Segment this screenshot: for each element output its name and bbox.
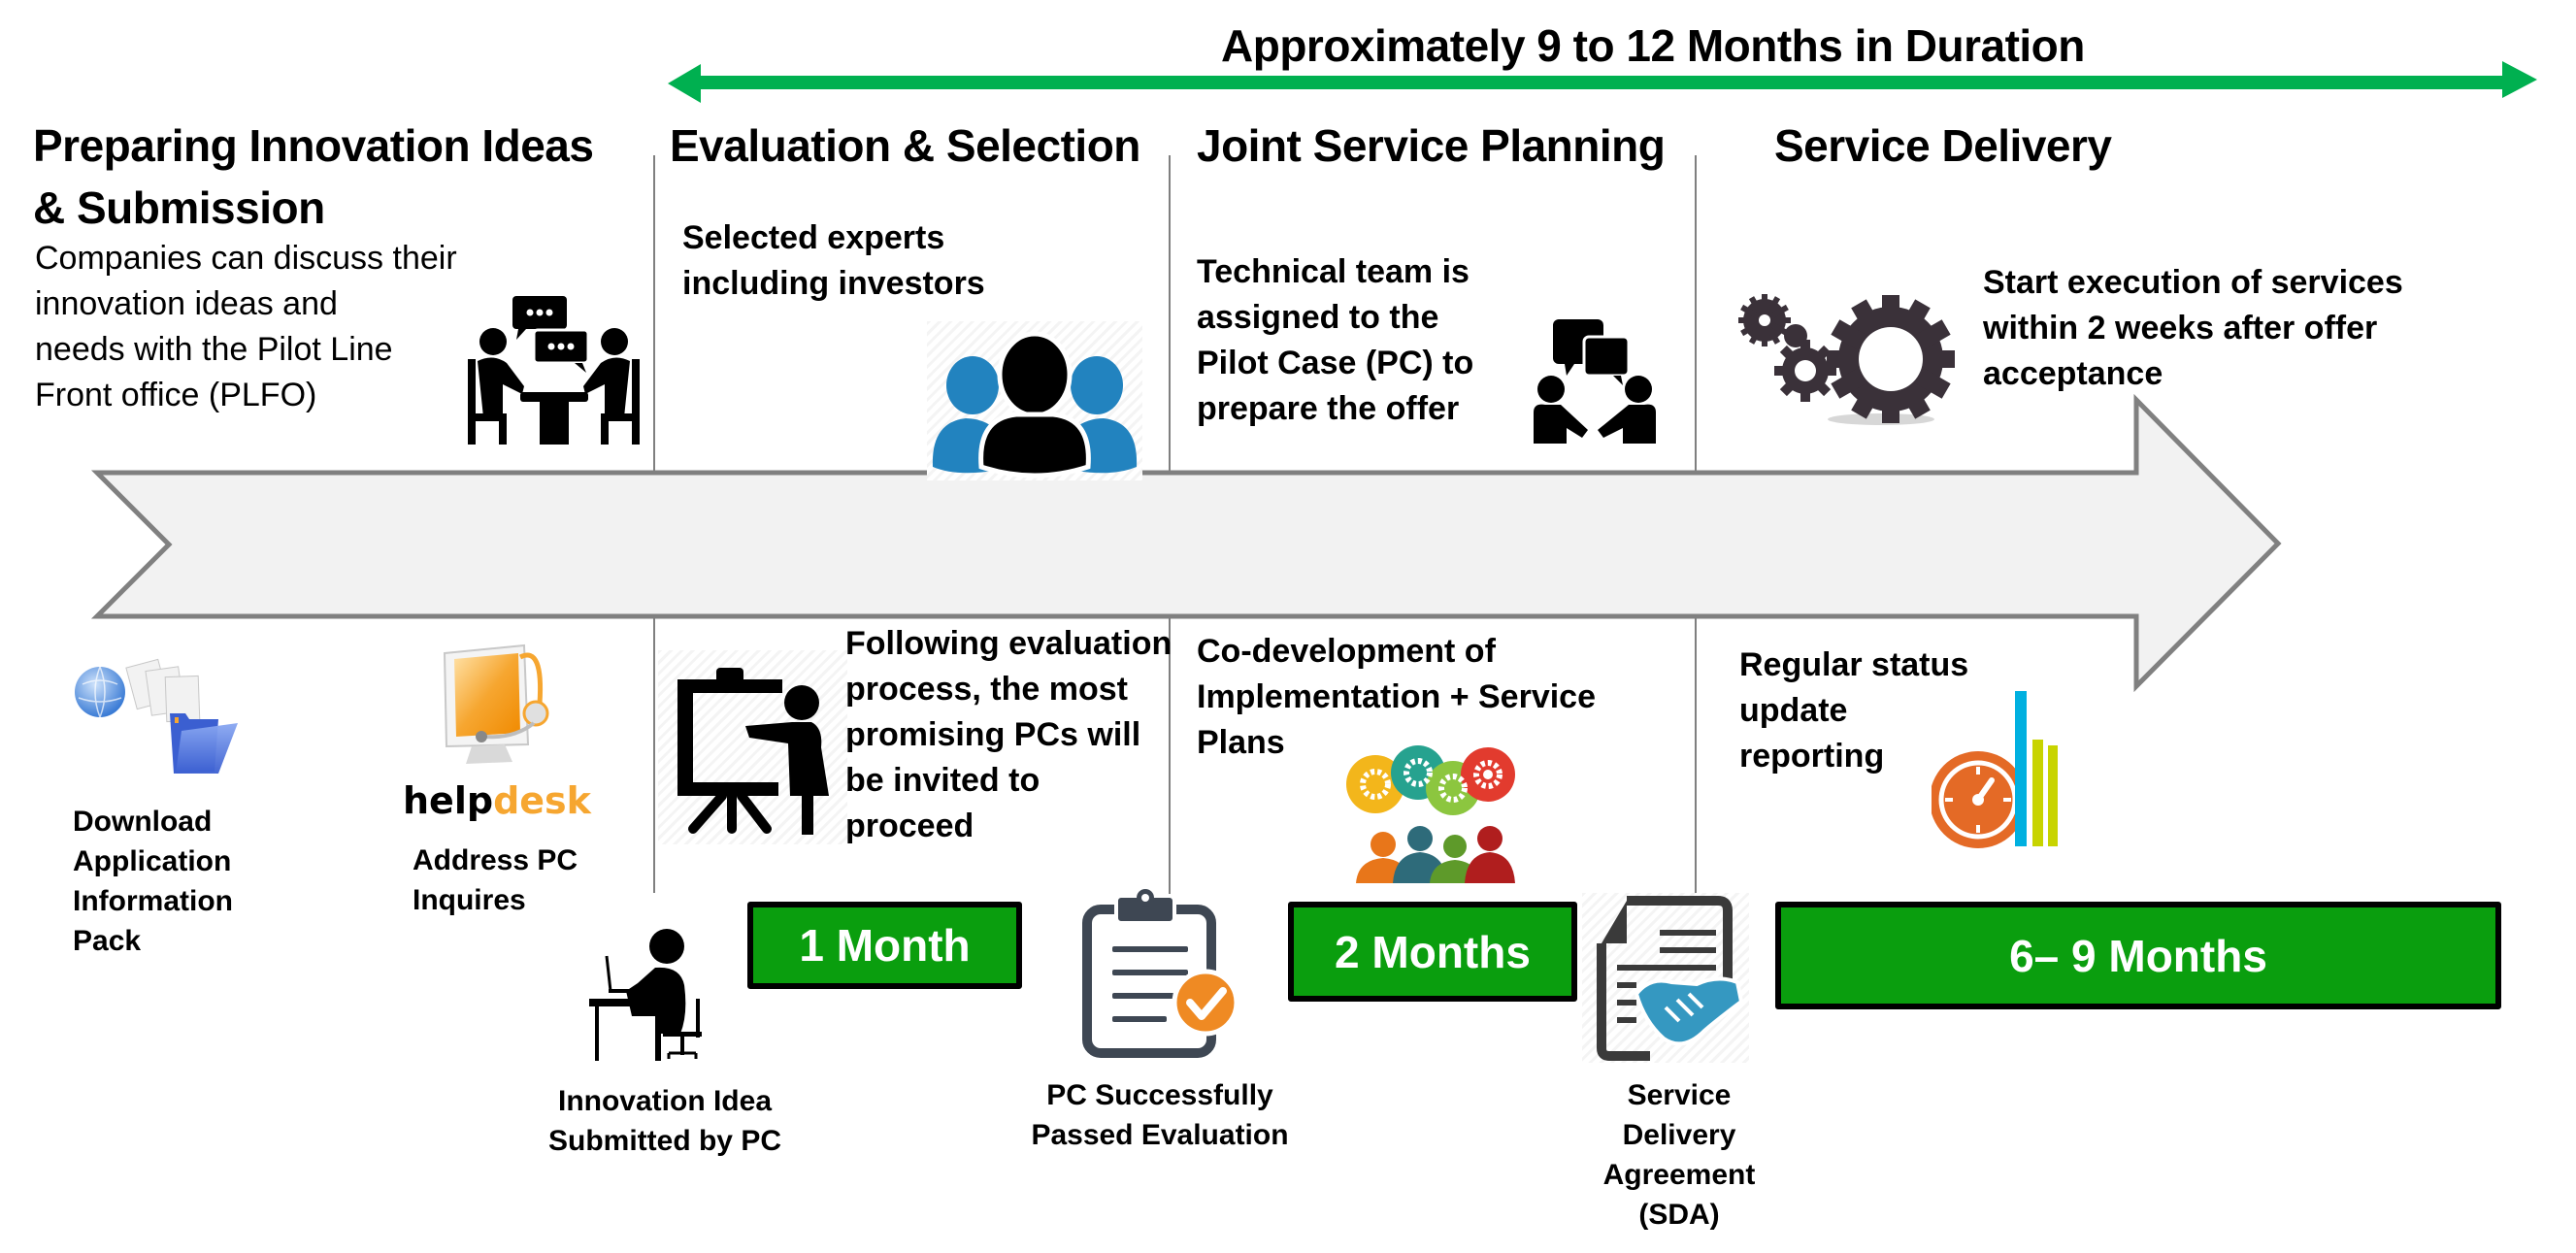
duration-title: Approximately 9 to 12 Months in Duration — [1221, 20, 2085, 71]
download-folder-icon — [75, 658, 238, 774]
step-passed-evaluation-label: PC Successfully Passed Evaluation — [1029, 1075, 1291, 1155]
phase-3-top-line: Pilot Case (PC) to — [1197, 345, 1474, 381]
team-ideas-gears-icon — [1346, 745, 1515, 883]
phase-3-bottom-text: Co-development of Implementation + Servi… — [1197, 629, 1596, 766]
phase-4-bottom-line: Regular status — [1739, 646, 1969, 683]
timeline-arrow-shape — [90, 393, 2282, 693]
step-idea-submitted-label: Innovation Idea Submitted by PC — [544, 1081, 786, 1161]
step-label-line: Application — [73, 845, 232, 877]
step-label-line: Service — [1627, 1079, 1732, 1111]
phase-1-title-line1: Preparing Innovation Ideas — [33, 120, 594, 171]
phase-3-top-line: Technical team is — [1197, 253, 1470, 290]
step-label-line: Agreement — [1602, 1159, 1756, 1191]
phase-4-bottom-line: reporting — [1739, 738, 1885, 775]
phase-2-bottom-line: be invited to — [845, 762, 1040, 799]
helpdesk-logo-desk: desk — [493, 779, 591, 822]
clipboard-check-icon — [1082, 889, 1239, 1058]
phase-3-bottom-line: Co-development of — [1197, 633, 1496, 670]
duration-1-month: 1 Month — [747, 902, 1022, 989]
helpdesk-monitor-icon — [443, 643, 549, 764]
phase-3-top-text: Technical team is assigned to the Pilot … — [1197, 249, 1473, 432]
duration-arrow-shape — [668, 61, 2537, 103]
duration-6-9-months: 6– 9 Months — [1775, 902, 2501, 1009]
phase-2-title: Evaluation & Selection — [670, 120, 1140, 171]
meeting-discussion-icon — [468, 296, 640, 445]
phase-2-bottom-text: Following evaluation process, the most p… — [845, 621, 1172, 849]
step-label-line: Information — [73, 885, 233, 917]
phase-2-top-text: Selected experts including investors — [682, 215, 985, 307]
phase-3-bottom-line: Plans — [1197, 724, 1285, 761]
phase-1-desc-line: Companies can discuss their — [35, 240, 457, 277]
experts-group-icon — [927, 321, 1142, 480]
contract-handshake-icon — [1582, 893, 1749, 1063]
step-label-line: Inquires — [413, 884, 526, 916]
phase-2-bottom-line: Following evaluation — [845, 625, 1172, 662]
step-label-line: Innovation Idea — [557, 1085, 773, 1117]
phase-2-bottom-line: proceed — [845, 808, 974, 844]
phase-4-top-line: within 2 weeks after offer — [1983, 310, 2378, 346]
step-label-line: Delivery — [1622, 1119, 1736, 1151]
helpdesk-logo: helpdesk — [403, 779, 591, 822]
step-label-line: Pack — [73, 925, 142, 957]
phase-1-title-line2: & Submission — [33, 182, 325, 233]
divider-3-bottom — [1695, 616, 1697, 917]
divider-3-top — [1695, 155, 1697, 471]
presentation-icon — [658, 650, 847, 844]
phase-3-bottom-line: Implementation + Service — [1197, 678, 1596, 715]
step-label-line: Address PC — [413, 844, 578, 876]
divider-1-top — [653, 155, 655, 471]
helpdesk-logo-help: help — [403, 779, 494, 822]
phase-3-title: Joint Service Planning — [1197, 120, 1666, 171]
phase-4-bottom-line: update — [1739, 692, 1848, 729]
phase-1-description: Companies can discuss their innovation i… — [35, 236, 457, 418]
phase-4-top-text: Start execution of services within 2 wee… — [1983, 260, 2403, 397]
divider-2-bottom — [1169, 616, 1171, 898]
phase-4-title: Service Delivery — [1774, 120, 2112, 171]
phase-1-desc-line: Front office (PLFO) — [35, 377, 317, 413]
divider-1-bottom — [653, 616, 655, 893]
phase-4-bottom-text: Regular status update reporting — [1739, 643, 1968, 779]
phase-3-top-line: prepare the offer — [1197, 390, 1460, 427]
person-at-laptop-icon — [589, 929, 702, 1061]
step-sda-label: Service Delivery Agreement (SDA) — [1572, 1075, 1786, 1235]
step-label-line: Download — [73, 806, 213, 838]
step-label-line: PC Successfully — [1046, 1079, 1273, 1111]
step-label-line: Passed Evaluation — [1031, 1119, 1289, 1151]
step-label-line: (SDA) — [1638, 1199, 1720, 1231]
team-handshake-discussion-icon — [1534, 319, 1656, 444]
phase-4-top-line: Start execution of services — [1983, 264, 2403, 301]
step-helpdesk-label: Address PC Inquires — [413, 841, 578, 920]
stopwatch-report-icon — [1932, 691, 2058, 848]
phase-1-desc-line: innovation ideas and — [35, 285, 338, 322]
divider-2-top — [1169, 155, 1171, 471]
phase-4-top-line: acceptance — [1983, 355, 2163, 392]
gears-icon — [1738, 294, 1955, 425]
phase-2-top-line: Selected experts — [682, 219, 945, 256]
duration-arrow — [668, 61, 2537, 103]
step-download-label: Download Application Information Pack — [73, 802, 233, 961]
duration-2-months: 2 Months — [1288, 902, 1577, 1002]
phase-1-desc-line: needs with the Pilot Line — [35, 331, 393, 368]
step-label-line: Submitted by PC — [547, 1125, 781, 1157]
phase-2-top-line: including investors — [682, 265, 985, 302]
phase-2-bottom-line: promising PCs will — [845, 716, 1141, 753]
phase-3-top-line: assigned to the — [1197, 299, 1439, 336]
phase-2-bottom-line: process, the most — [845, 671, 1128, 708]
